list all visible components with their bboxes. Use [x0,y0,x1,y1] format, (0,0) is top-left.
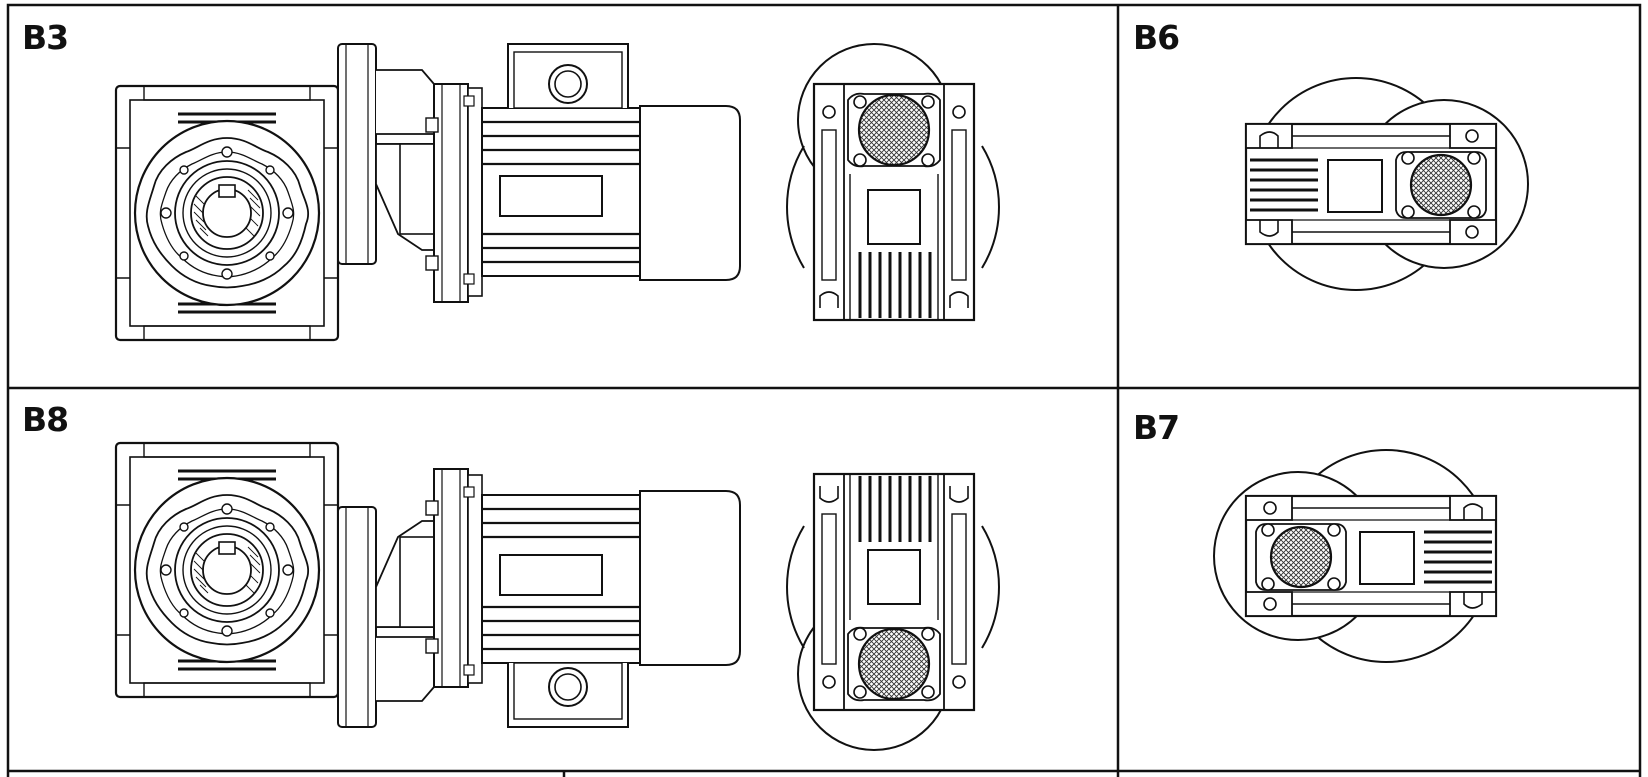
b8-motor-group [336,467,742,729]
position-label-b8: B8 [22,400,69,439]
b8-motor-icon [336,467,742,729]
b3-end-view-icon [785,42,1001,322]
b7-top-view-group [1212,448,1498,664]
b8-end-view-group [785,472,1001,752]
b3-motor-icon [336,42,742,304]
position-label-b3: B3 [22,18,69,57]
position-label-b7: B7 [1133,408,1180,447]
b3-gearbox-side-icon [114,84,340,342]
b8-gearbox-side-icon [114,441,340,699]
b8-end-view-icon [785,472,1001,752]
position-label-b6: B6 [1133,18,1180,57]
b7-top-view-icon [1212,448,1498,664]
b6-top-view-icon [1244,76,1530,292]
